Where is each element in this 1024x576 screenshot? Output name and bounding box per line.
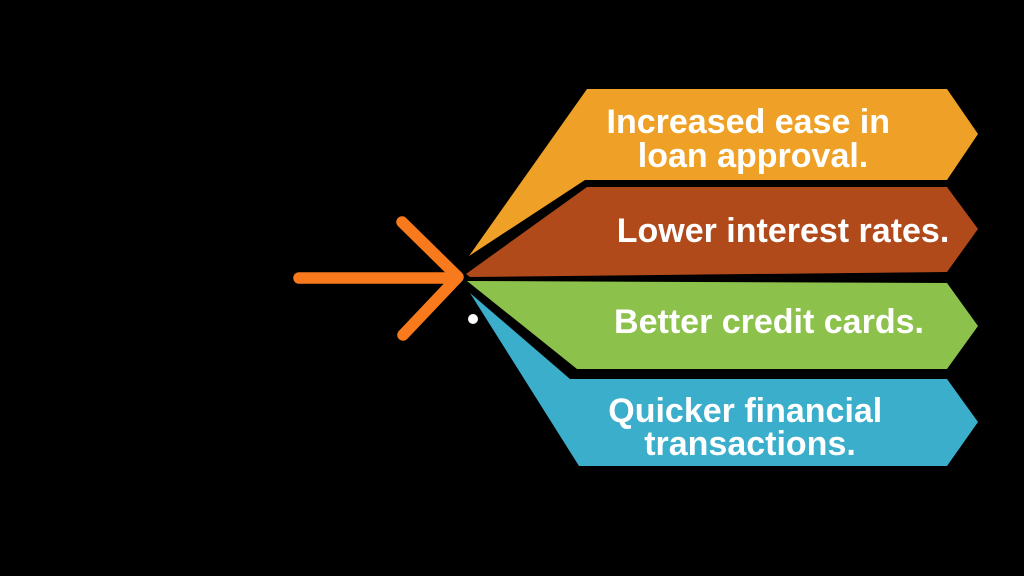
- right-arrow-icon: [293, 216, 464, 341]
- banner-interest-rates-label: Lower interest rates.: [617, 212, 950, 250]
- banner-credit-cards: [467, 281, 978, 369]
- banner-transactions-line2: transactions.: [644, 425, 856, 463]
- banner-loan-approval-line2: loan approval.: [638, 137, 869, 175]
- white-dot: [468, 314, 478, 324]
- banner-interest-rates: [466, 187, 978, 277]
- arrow-chevron: [396, 216, 464, 341]
- banner-loan-approval-label: Increased ease in loan approval.: [607, 103, 900, 175]
- banner-transactions-label: Quicker financial transactions.: [608, 392, 891, 463]
- banner-credit-cards-label: Better credit cards.: [614, 303, 924, 341]
- banner-transactions: [470, 293, 978, 466]
- banner-loan-approval: [469, 89, 978, 256]
- banner-transactions-line1: Quicker financial: [608, 392, 882, 430]
- banner-loan-approval-line1: Increased ease in: [607, 103, 891, 141]
